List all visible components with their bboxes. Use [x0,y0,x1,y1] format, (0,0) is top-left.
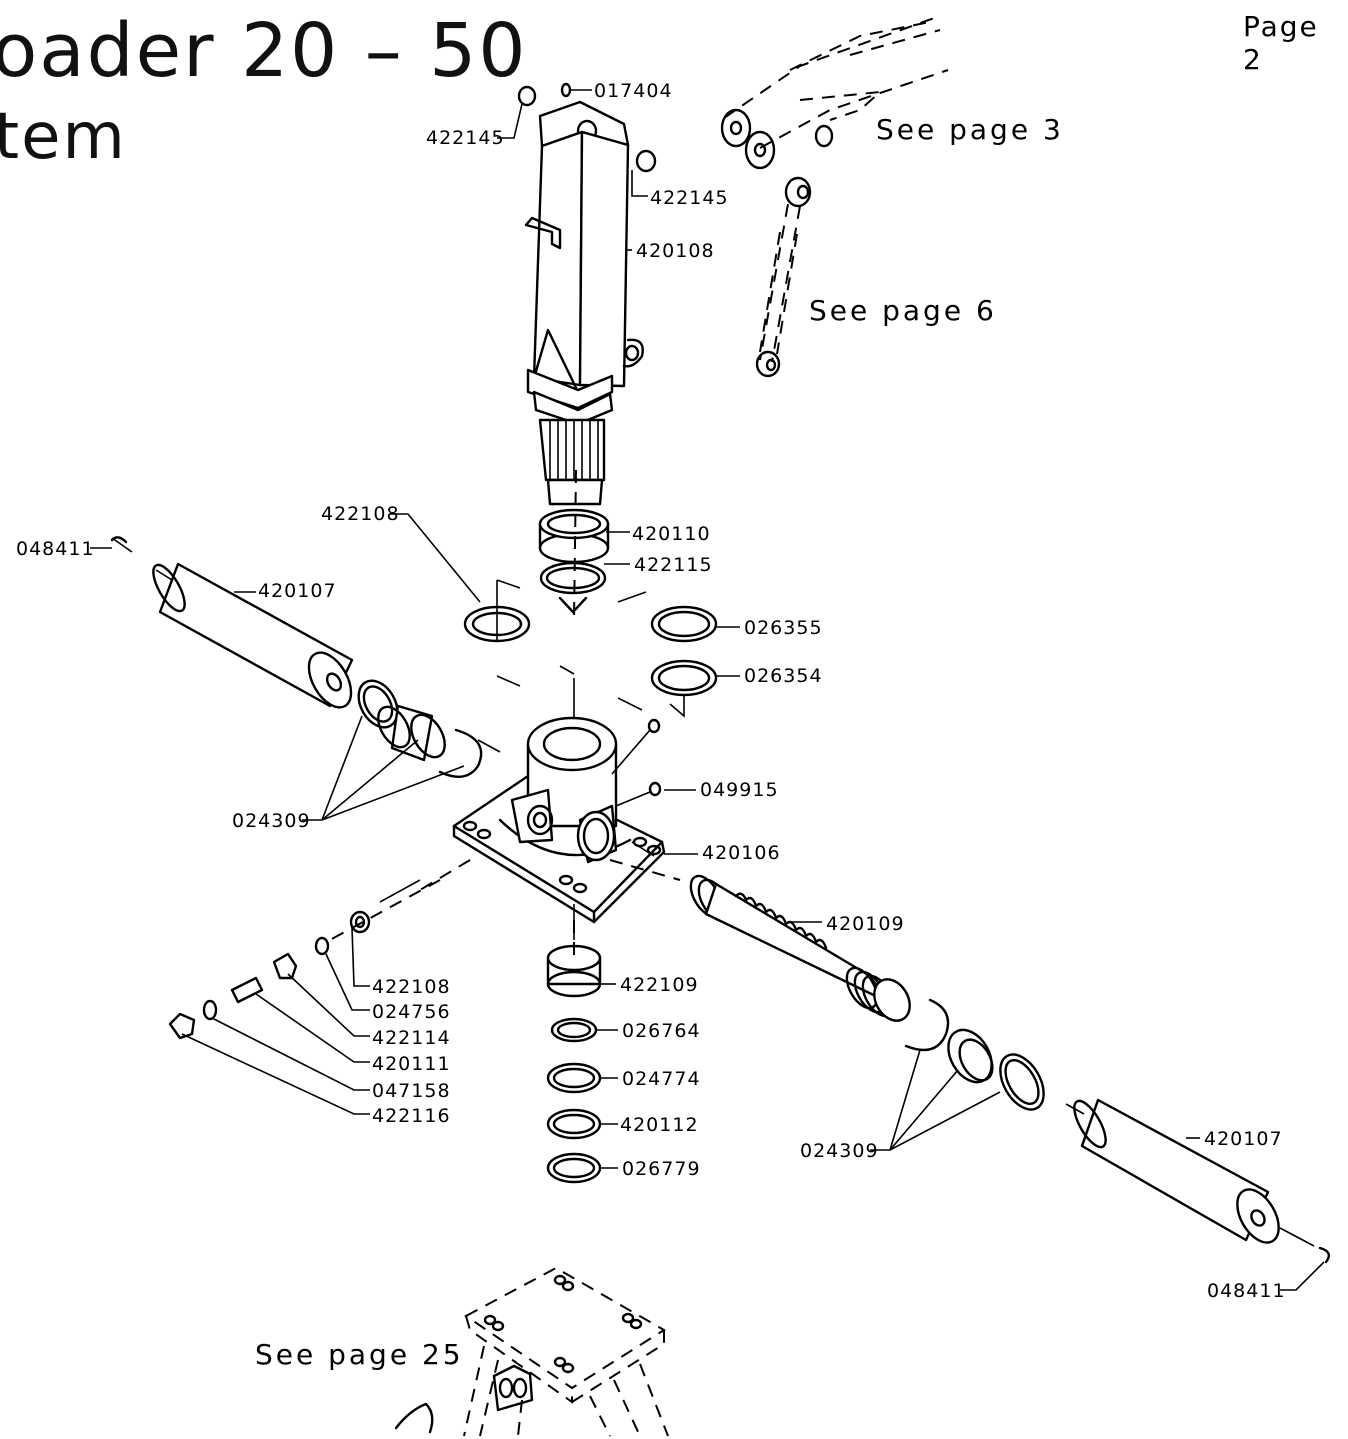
slewing-column [517,82,657,506]
rack-piston [689,874,1085,1115]
part-label-024756: 024756 [372,1001,451,1023]
part-label-420107-a: 420107 [258,580,337,602]
part-label-026764: 026764 [622,1020,701,1042]
part-label-422109: 422109 [620,974,699,996]
part-label-422145-a: 422145 [426,127,505,149]
part-label-024309-b: 024309 [800,1140,879,1162]
leader-lines [90,89,1325,1291]
part-label-422108-b: 422108 [372,976,451,998]
part-label-048411-b: 048411 [1207,1280,1286,1302]
part-label-422116: 422116 [372,1105,451,1127]
frame-outline-dashed [394,1266,669,1437]
part-label-026354: 026354 [744,665,823,687]
part-number-labels: 017404 422145 422145 420108 422108 42011… [16,80,1286,1302]
part-label-047158: 047158 [372,1080,451,1102]
bleed-valve-parts [168,879,421,1040]
part-label-049915: 049915 [700,779,779,801]
ref-page-3[interactable]: See page 3 [876,113,1064,146]
title-line-1: oader 20 – 50 [0,8,528,94]
part-label-026779: 026779 [622,1158,701,1180]
ref-page-25[interactable]: See page 25 [255,1338,464,1371]
part-label-422145-b: 422145 [650,187,729,209]
title-line-2: tem [0,100,127,174]
part-label-420107-b: 420107 [1204,1128,1283,1150]
left-cylinder-assembly [110,536,501,778]
ref-page-6[interactable]: See page 6 [809,294,997,327]
boom-cylinder-dashed [755,176,812,378]
part-label-024774: 024774 [622,1068,701,1090]
lower-bushings [546,944,602,1184]
part-label-048411-a: 048411 [16,538,95,560]
part-label-422108-a: 422108 [321,503,400,525]
right-cylinder-assembly [1073,1098,1331,1264]
part-label-420106: 420106 [702,842,781,864]
part-label-420109: 420109 [826,913,905,935]
part-label-422114: 422114 [372,1027,451,1049]
part-label-420108: 420108 [636,240,715,262]
part-label-420111: 420111 [372,1053,451,1075]
boom-outline-dashed [720,15,949,170]
assembly-axis-lines [329,469,681,960]
part-label-420110: 420110 [632,523,711,545]
slewing-housing [452,716,666,940]
part-label-024309-a: 024309 [232,810,311,832]
part-label-420112: 420112 [620,1114,699,1136]
part-label-017404: 017404 [594,80,673,102]
page-number: Page 2 [1243,10,1319,76]
part-label-026355: 026355 [744,617,823,639]
part-label-422115: 422115 [634,554,713,576]
